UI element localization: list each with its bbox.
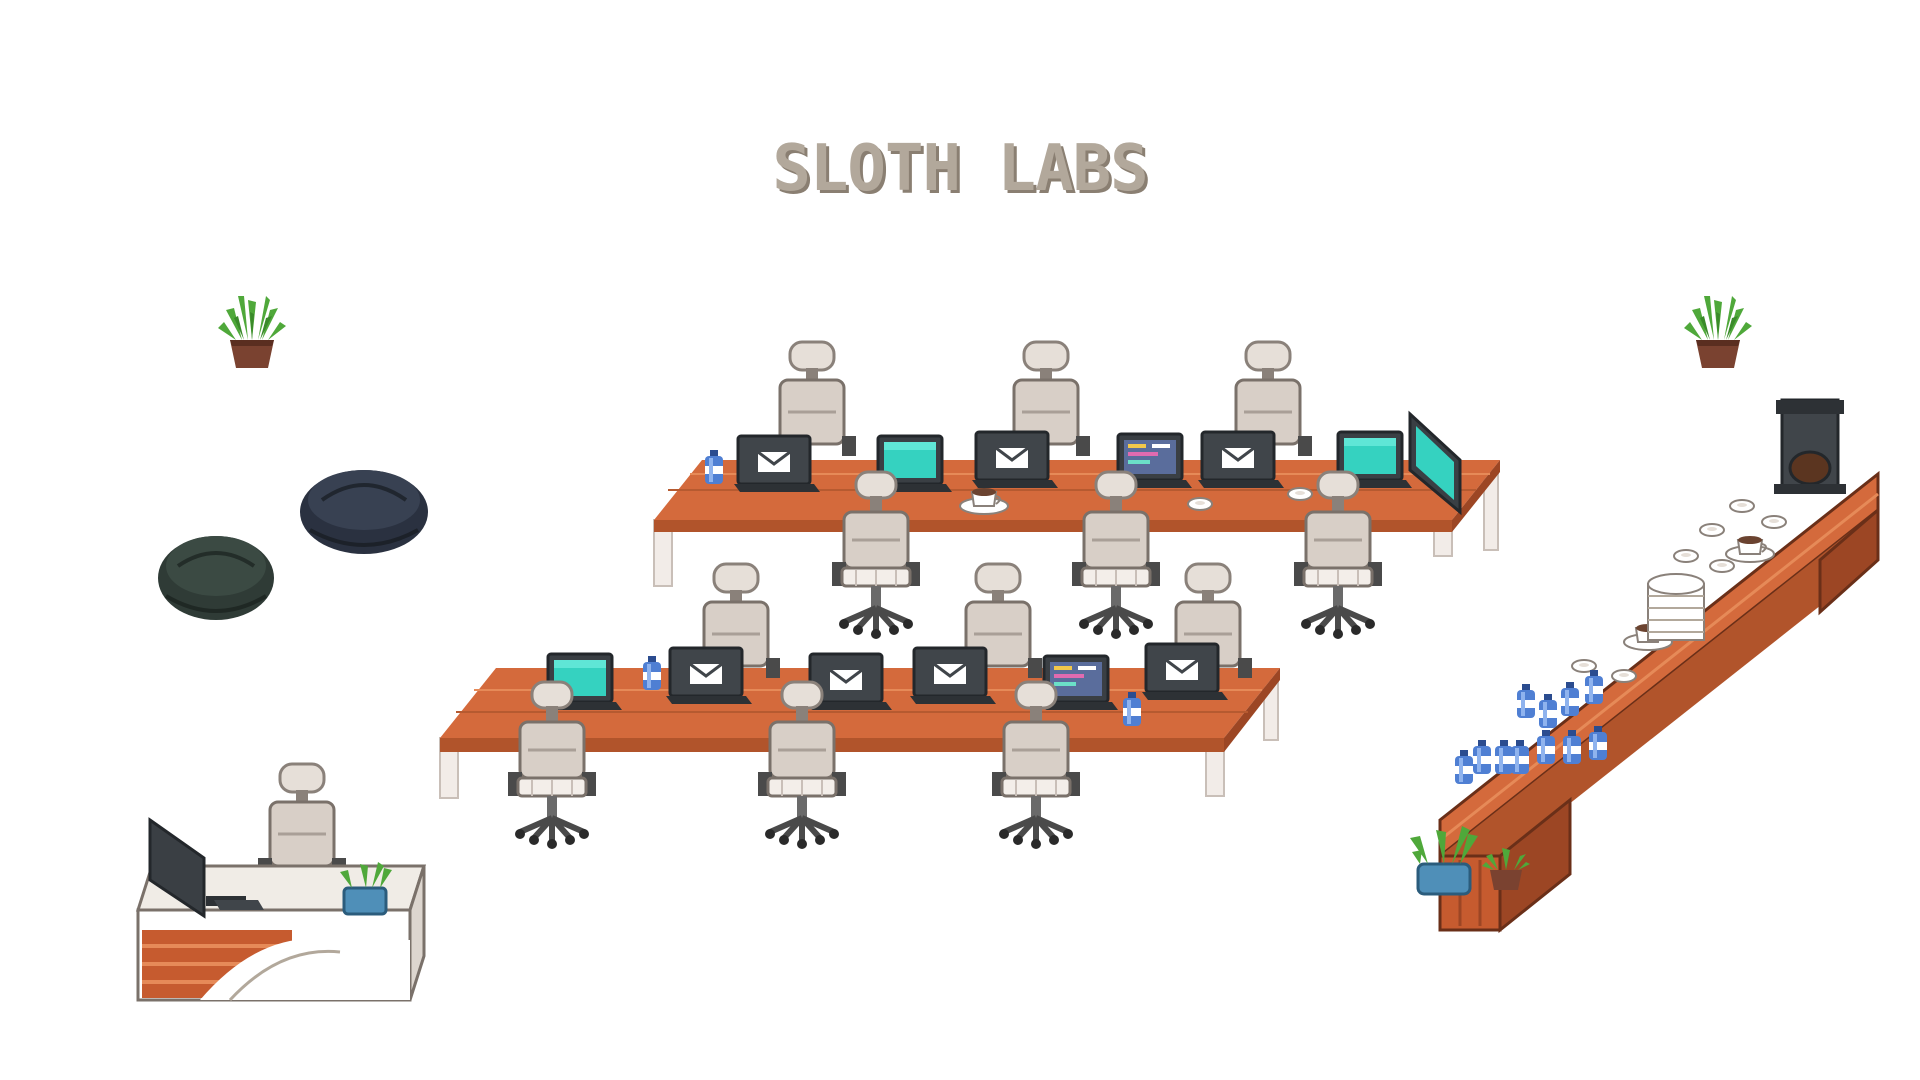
coffee-machine[interactable] <box>1774 398 1846 494</box>
laptop-mail-2[interactable] <box>970 430 1060 490</box>
laptop-mail-3[interactable] <box>1196 430 1286 490</box>
saucer-2 <box>1287 487 1313 501</box>
beanbag-navy[interactable] <box>300 470 428 554</box>
saucer-1 <box>1187 497 1213 511</box>
wall-plant-right <box>1684 296 1752 368</box>
beanbag-green[interactable] <box>158 536 274 620</box>
plate-stack <box>1647 573 1705 641</box>
floor-plant-blue-pot <box>1410 826 1478 896</box>
wall-plant-left <box>218 296 286 368</box>
saucer-9 <box>1611 669 1637 683</box>
laptop-mail-7[interactable] <box>1140 642 1230 702</box>
saucer-3 <box>1729 499 1755 513</box>
saucer-4 <box>1761 515 1787 529</box>
reception-plant <box>340 862 392 916</box>
game-title: SLOTH LABS <box>772 132 1148 206</box>
laptop-mail-4[interactable] <box>664 646 754 706</box>
saucer-7 <box>1709 559 1735 573</box>
monitor-1[interactable] <box>1408 410 1462 516</box>
reception-keyboard <box>214 900 264 910</box>
water-bottle-1 <box>705 450 723 484</box>
water-bottle-2 <box>643 656 661 690</box>
saucer-5 <box>1699 523 1725 537</box>
laptop-mail-6[interactable] <box>908 646 998 706</box>
reception-chair[interactable] <box>256 762 348 880</box>
saucer-6 <box>1673 549 1699 563</box>
laptop-mail-1[interactable] <box>732 434 822 494</box>
coffee-cup-2 <box>1725 535 1775 563</box>
